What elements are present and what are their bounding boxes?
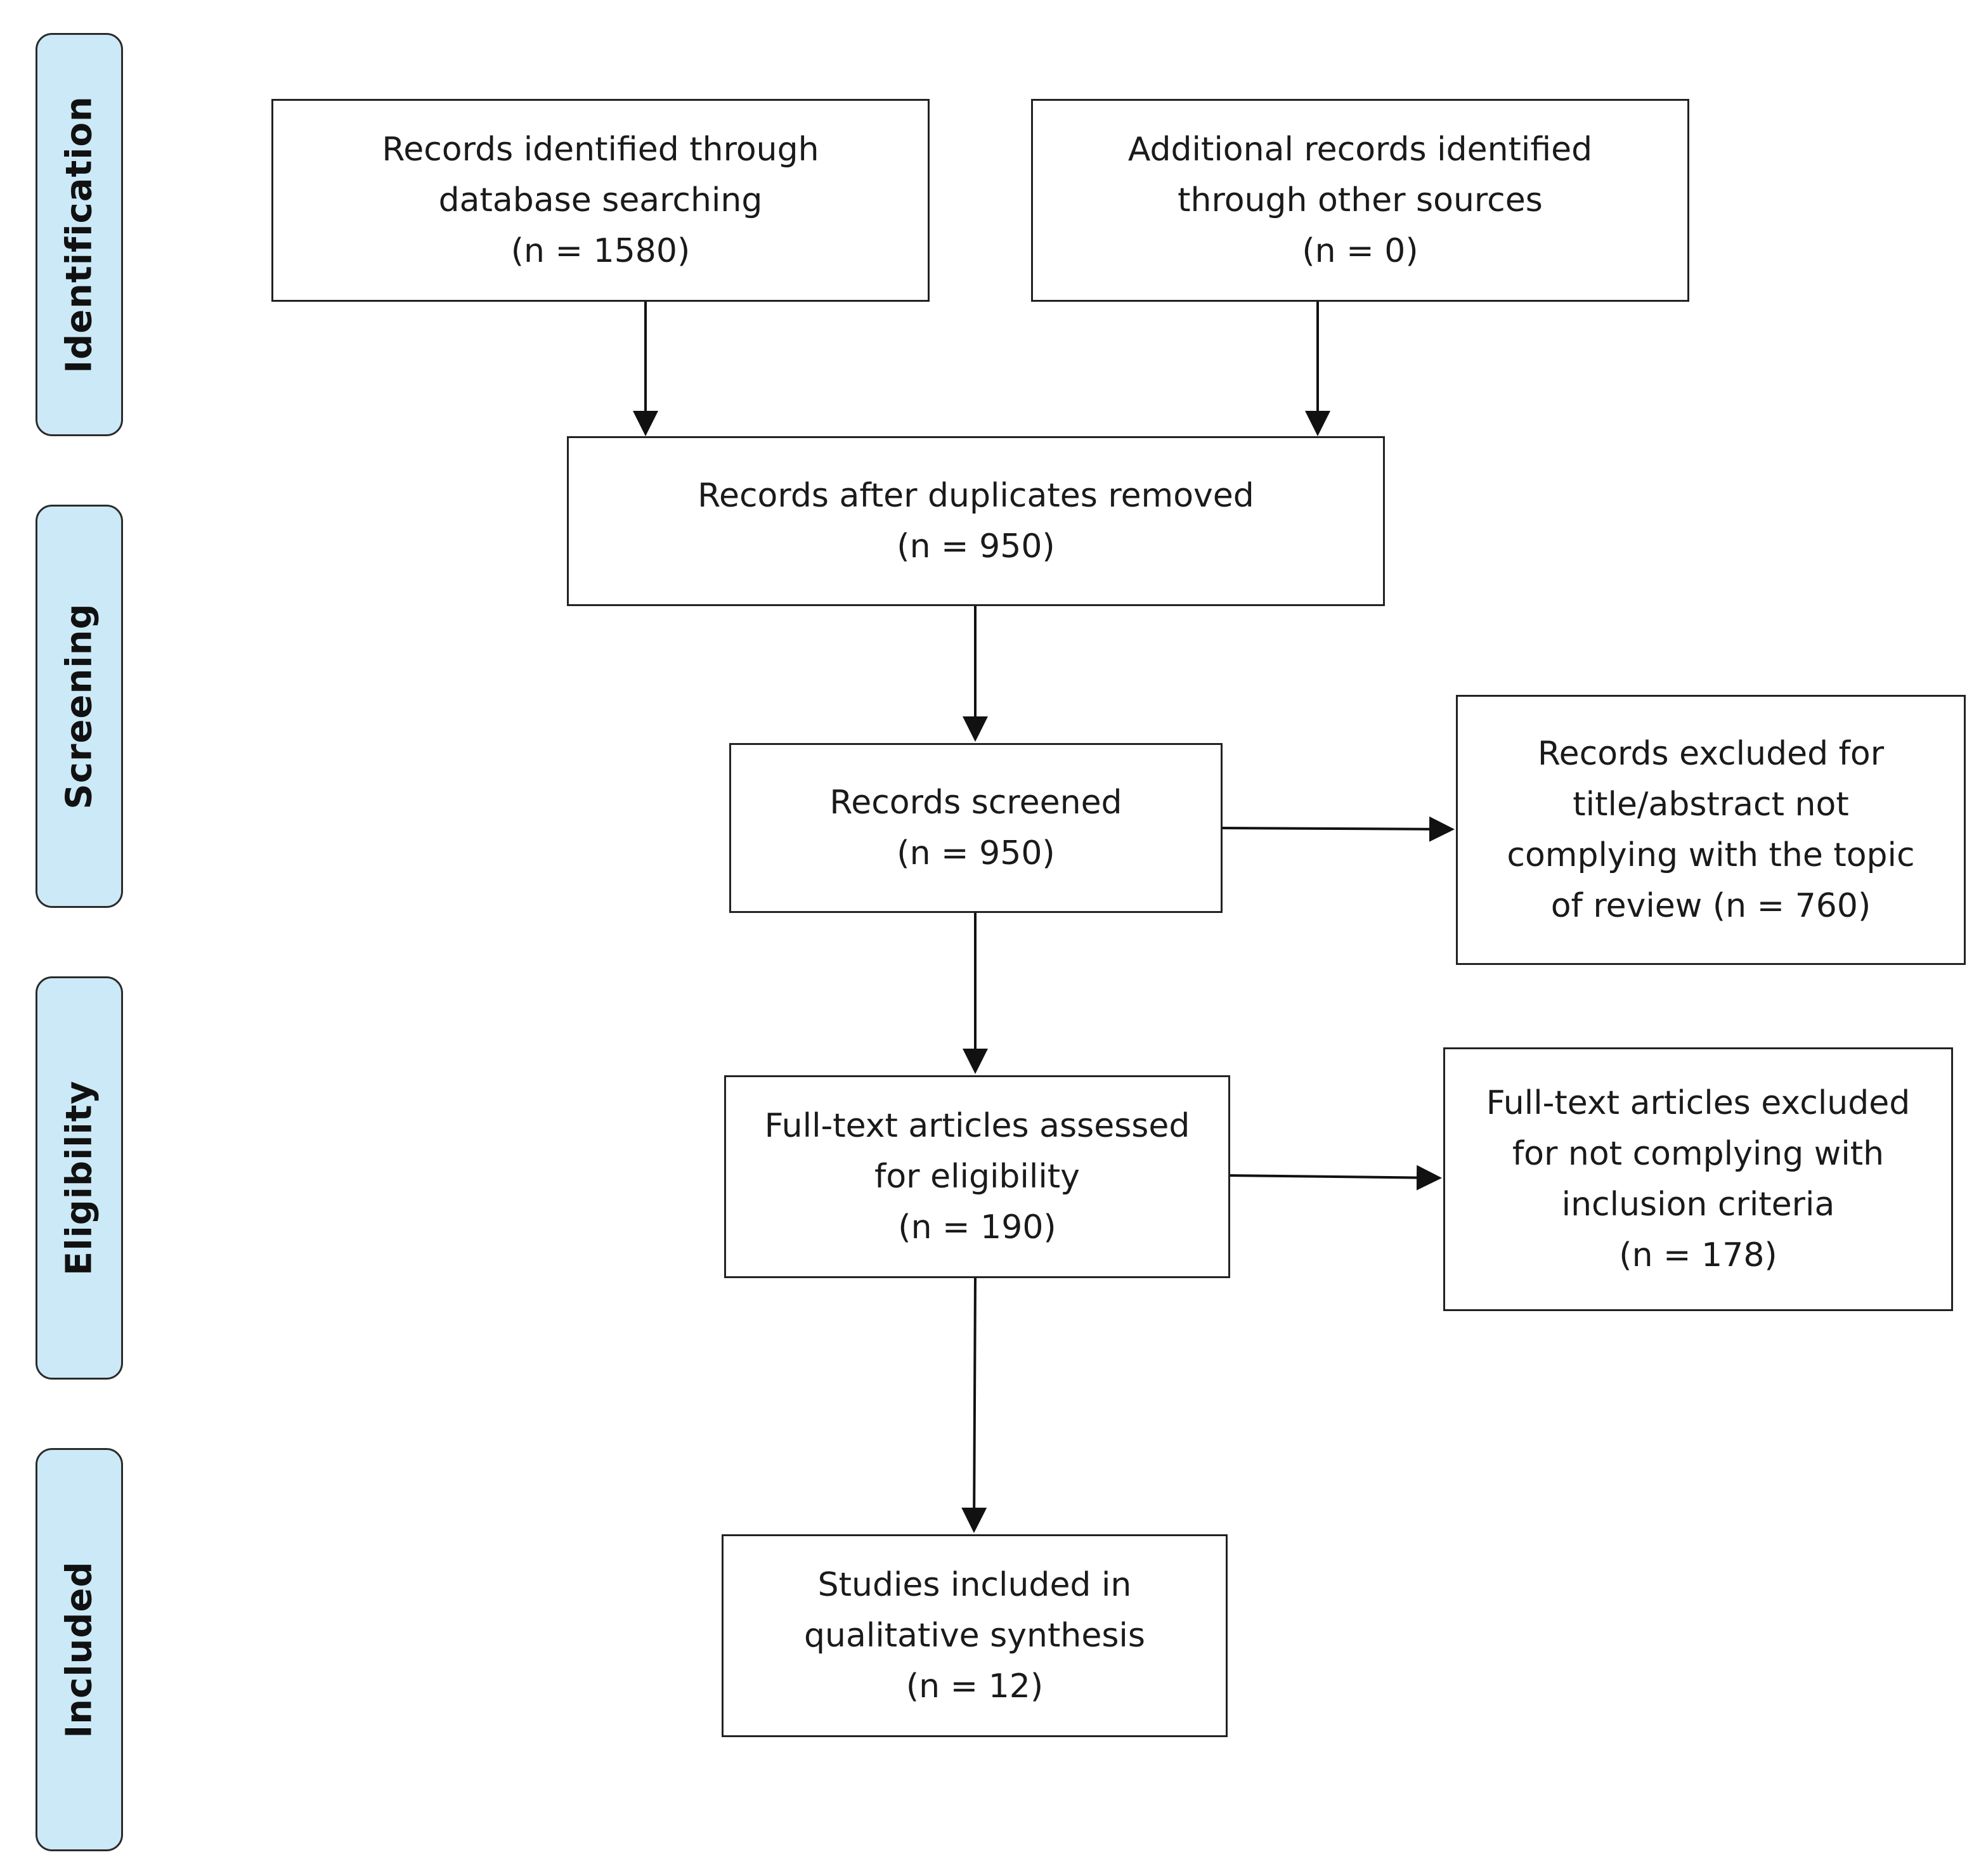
box-duplicates-removed-line1: Records after duplicates removed xyxy=(698,477,1254,515)
stage-label-eligibility: Eligibility xyxy=(58,1080,100,1276)
box-fulltext-assessed-count: (n = 190) xyxy=(898,1208,1056,1246)
box-excluded-title-abstract-line4: of review (n = 760) xyxy=(1550,887,1871,925)
box-other-sources-line1: Additional records identified xyxy=(1127,131,1593,169)
arrow-screened-to-excluded xyxy=(1219,816,1455,842)
box-records-screened-count: (n = 950) xyxy=(897,834,1055,872)
box-other-sources-count: (n = 0) xyxy=(1302,232,1418,270)
stage-label-included: Included xyxy=(58,1561,100,1738)
stage-label-screening: Screening xyxy=(58,603,100,810)
box-included-studies-line1: Studies included in xyxy=(817,1566,1132,1604)
stage-tab-included: Included xyxy=(36,1448,123,1851)
arrow-fulltext-to-included xyxy=(961,1276,987,1533)
box-included-studies: Studies included in qualitative synthesi… xyxy=(722,1534,1228,1737)
box-other-sources-line2: through other sources xyxy=(1178,181,1543,219)
box-fulltext-excluded: Full-text articles excluded for not comp… xyxy=(1443,1047,1953,1311)
box-fulltext-assessed-line2: for eligibility xyxy=(874,1158,1080,1196)
box-fulltext-assessed-line1: Full-text articles assessed xyxy=(764,1107,1190,1145)
stage-tab-identification: Identification xyxy=(36,33,123,436)
box-fulltext-excluded-count: (n = 178) xyxy=(1619,1236,1777,1274)
stage-tab-screening: Screening xyxy=(36,505,123,908)
box-fulltext-excluded-line2: for not complying with xyxy=(1512,1135,1885,1173)
box-database-search-count: (n = 1580) xyxy=(510,232,691,270)
box-database-search-line1: Records identified through xyxy=(382,131,819,169)
box-database-search: Records identified through database sear… xyxy=(271,99,930,302)
box-included-studies-count: (n = 12) xyxy=(906,1667,1044,1705)
stage-label-identification: Identification xyxy=(58,96,100,373)
box-records-screened-line1: Records screened xyxy=(829,784,1122,822)
stage-tab-eligibility: Eligibility xyxy=(36,976,123,1380)
box-fulltext-assessed: Full-text articles assessed for eligibil… xyxy=(724,1075,1230,1278)
box-other-sources: Additional records identified through ot… xyxy=(1031,99,1689,302)
box-excluded-title-abstract: Records excluded for title/abstract not … xyxy=(1456,695,1966,965)
box-duplicates-removed-count: (n = 950) xyxy=(897,527,1055,566)
box-duplicates-removed: Records after duplicates removed (n = 95… xyxy=(567,436,1385,606)
box-excluded-title-abstract-line3: complying with the topic xyxy=(1507,836,1915,874)
box-fulltext-excluded-line1: Full-text articles excluded xyxy=(1486,1084,1911,1122)
box-database-search-line2: database searching xyxy=(438,181,763,219)
box-excluded-title-abstract-line2: title/abstract not xyxy=(1573,786,1849,824)
box-records-screened: Records screened (n = 950) xyxy=(729,743,1223,913)
box-included-studies-line2: qualitative synthesis xyxy=(804,1617,1145,1655)
arrow-fulltext-to-excluded xyxy=(1227,1165,1442,1191)
box-excluded-title-abstract-line1: Records excluded for xyxy=(1537,735,1885,773)
box-fulltext-excluded-line3: inclusion criteria xyxy=(1561,1186,1835,1224)
